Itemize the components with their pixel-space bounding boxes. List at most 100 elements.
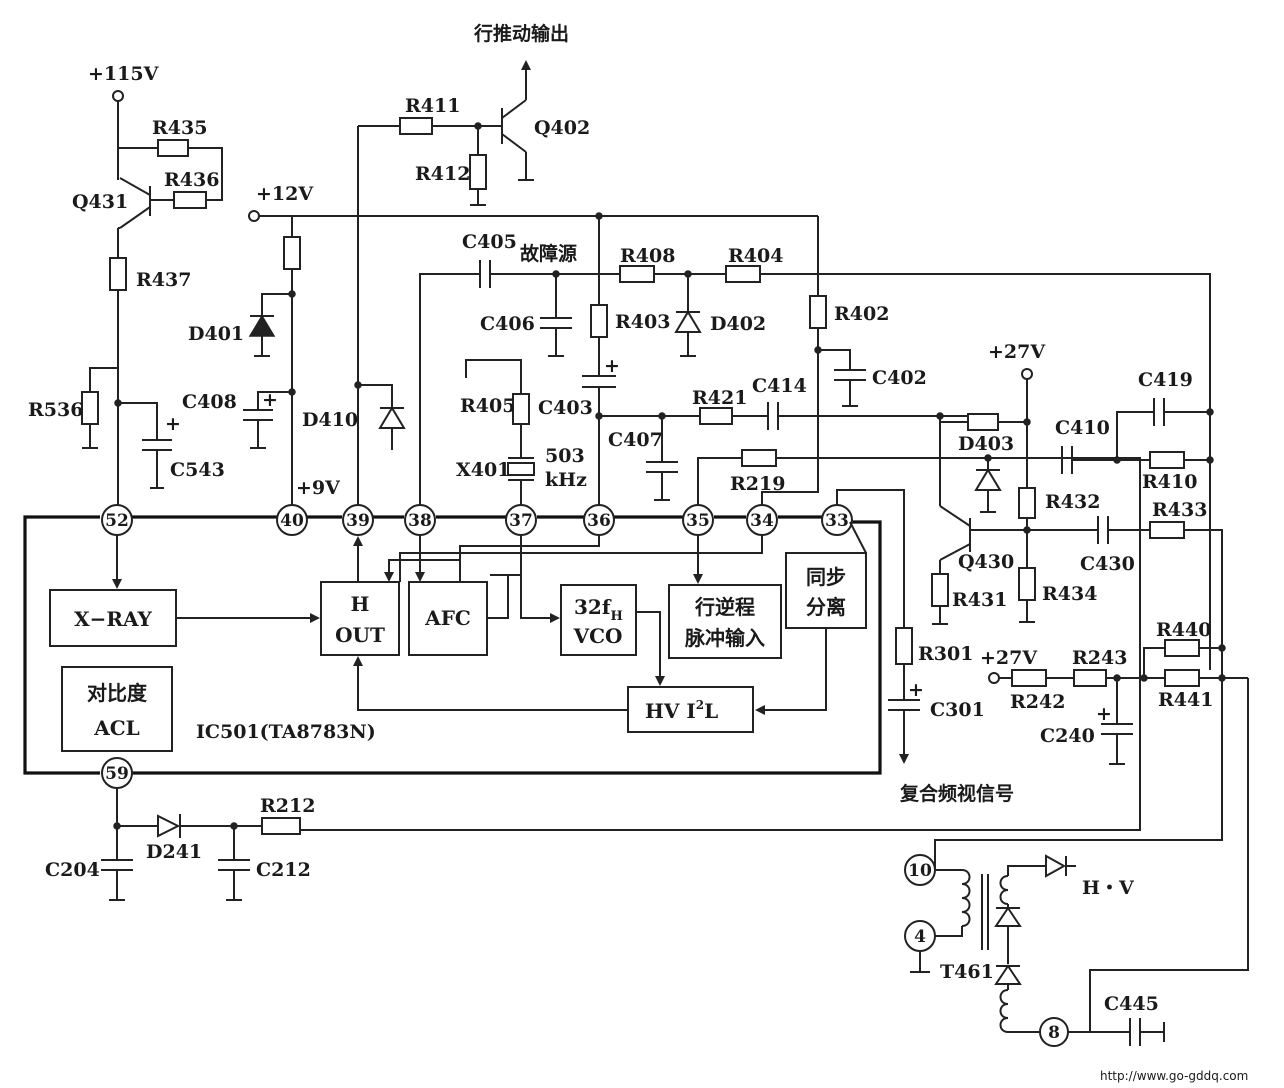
svg-text:R410: R410 (1142, 471, 1197, 493)
resistor-r431: R431 (931, 573, 1007, 625)
svg-text:R440: R440 (1156, 619, 1211, 641)
svg-text:C212: C212 (256, 859, 311, 881)
svg-text:40: 40 (280, 511, 304, 531)
svg-text:C419: C419 (1138, 369, 1193, 391)
svg-text:C543: C543 (170, 459, 225, 481)
svg-text:+: + (262, 389, 278, 411)
svg-text:C430: C430 (1080, 553, 1135, 575)
composite-video-path: + R301 C301 复合频视信号 (836, 489, 1014, 805)
watermark-url: http://www.go-gddq.com (1100, 1069, 1248, 1083)
diode-d402: D402 (674, 270, 766, 357)
svg-text:+: + (1096, 703, 1112, 725)
fault-source-label: 故障源 (520, 242, 577, 265)
capacitor-c407: C407 (599, 412, 700, 501)
svg-text:kHz: kHz (545, 469, 587, 491)
svg-text:52: 52 (105, 511, 129, 531)
title-h-drive-output: 行推动输出 (473, 22, 569, 45)
capacitor-c240: + C240 (1040, 678, 1133, 765)
svg-text:32fH: 32fH (574, 595, 623, 624)
capacitor-c406: C406 (480, 270, 572, 357)
block-xray: X−RAY (49, 589, 177, 647)
svg-text:R411: R411 (405, 95, 460, 117)
svg-text:R301: R301 (918, 643, 973, 665)
capacitor-c402: C402 (818, 349, 927, 407)
svg-text:R219: R219 (730, 473, 785, 495)
svg-text:C406: C406 (480, 313, 535, 335)
svg-text:33: 33 (825, 511, 849, 531)
resistor-r440: R440 (1143, 619, 1226, 676)
svg-text:R437: R437 (136, 269, 191, 291)
resistor-r436: R436 (150, 169, 219, 209)
resistor-r243: R243 (1072, 647, 1165, 687)
resistor-r432: R432 (1018, 487, 1100, 568)
svg-text:R403: R403 (615, 311, 670, 333)
svg-text:+: + (165, 413, 181, 435)
svg-text:R433: R433 (1152, 499, 1207, 521)
svg-text:R412: R412 (415, 163, 470, 185)
resistor-r404: R404 (725, 245, 1211, 670)
svg-text:Q430: Q430 (958, 551, 1014, 573)
svg-text:Q402: Q402 (534, 117, 590, 139)
capacitor-c414: C414 (752, 375, 968, 430)
pin-38: 38 (404, 504, 436, 536)
svg-text:ACL: ACL (93, 716, 140, 740)
svg-text:脉冲输入: 脉冲输入 (684, 626, 765, 650)
transistor-q402: Q402 (501, 60, 590, 181)
svg-text:R242: R242 (1010, 691, 1065, 713)
svg-text:C405: C405 (462, 231, 517, 253)
rail-27v-lower: +27V (980, 647, 1038, 684)
transformer-t461: 10 4 8 T461 H・V (904, 678, 1223, 1047)
svg-text:AFC: AFC (424, 606, 471, 630)
resistor-r219: R219 (300, 449, 1141, 831)
capacitor-c543: + C543 (114, 399, 225, 489)
pin-37: 37 (505, 504, 537, 536)
svg-text:10: 10 (908, 861, 932, 881)
transistor-q430: Q430 (939, 416, 1027, 574)
svg-text:D410: D410 (302, 409, 358, 431)
resistor-r421: R421 (692, 387, 768, 425)
svg-text:+115V: +115V (88, 63, 160, 85)
svg-text:D403: D403 (958, 433, 1014, 455)
svg-text:C301: C301 (930, 699, 985, 721)
rail-27v-upper: +27V (988, 341, 1046, 488)
diode-d403: D403 (939, 413, 1027, 513)
svg-text:+: + (908, 679, 924, 701)
svg-text:C240: C240 (1040, 725, 1095, 747)
svg-text:C410: C410 (1055, 417, 1110, 439)
resistor-r434: R434 (1018, 567, 1097, 623)
rail-12v: +12V (248, 183, 818, 222)
svg-text:VCO: VCO (573, 624, 623, 648)
diode-d401: D401 (188, 293, 292, 357)
svg-text:39: 39 (346, 511, 370, 531)
pin-40: 40 (276, 504, 308, 536)
resistor-r402: R402 (761, 216, 889, 505)
block-hv-i2l: HV I2L (627, 686, 754, 733)
svg-text:D241: D241 (146, 841, 202, 863)
svg-text:59: 59 (105, 764, 129, 784)
pin-33: 33 (821, 504, 853, 536)
svg-text:D401: D401 (188, 323, 244, 345)
svg-text:R243: R243 (1072, 647, 1127, 669)
svg-text:X401: X401 (456, 459, 510, 481)
svg-text:R432: R432 (1045, 491, 1100, 513)
resistor-r411: R411 (358, 95, 502, 135)
pin-36: 36 (583, 504, 615, 536)
svg-text:R408: R408 (620, 245, 675, 267)
svg-text:R431: R431 (952, 589, 1007, 611)
svg-text:T461: T461 (940, 961, 994, 983)
block-flyback-input: 行逆程 脉冲输入 (668, 584, 782, 659)
block-sync-separator: 同步 分离 (785, 552, 867, 629)
svg-text:C414: C414 (752, 375, 807, 397)
svg-text:+12V: +12V (256, 183, 314, 205)
svg-text:R404: R404 (728, 245, 783, 267)
svg-text:C407: C407 (608, 429, 663, 451)
ic-name-label: IC501(TA8783N) (196, 721, 376, 743)
svg-text:H・V: H・V (1082, 877, 1135, 899)
capacitor-c419: C419 (1116, 369, 1214, 460)
svg-text:D402: D402 (710, 313, 766, 335)
resistor-r403: R403 (590, 212, 670, 376)
capacitor-c408: + C408 (182, 389, 292, 449)
block-vco: 32fH VCO (560, 584, 637, 656)
svg-text:4: 4 (914, 927, 926, 947)
